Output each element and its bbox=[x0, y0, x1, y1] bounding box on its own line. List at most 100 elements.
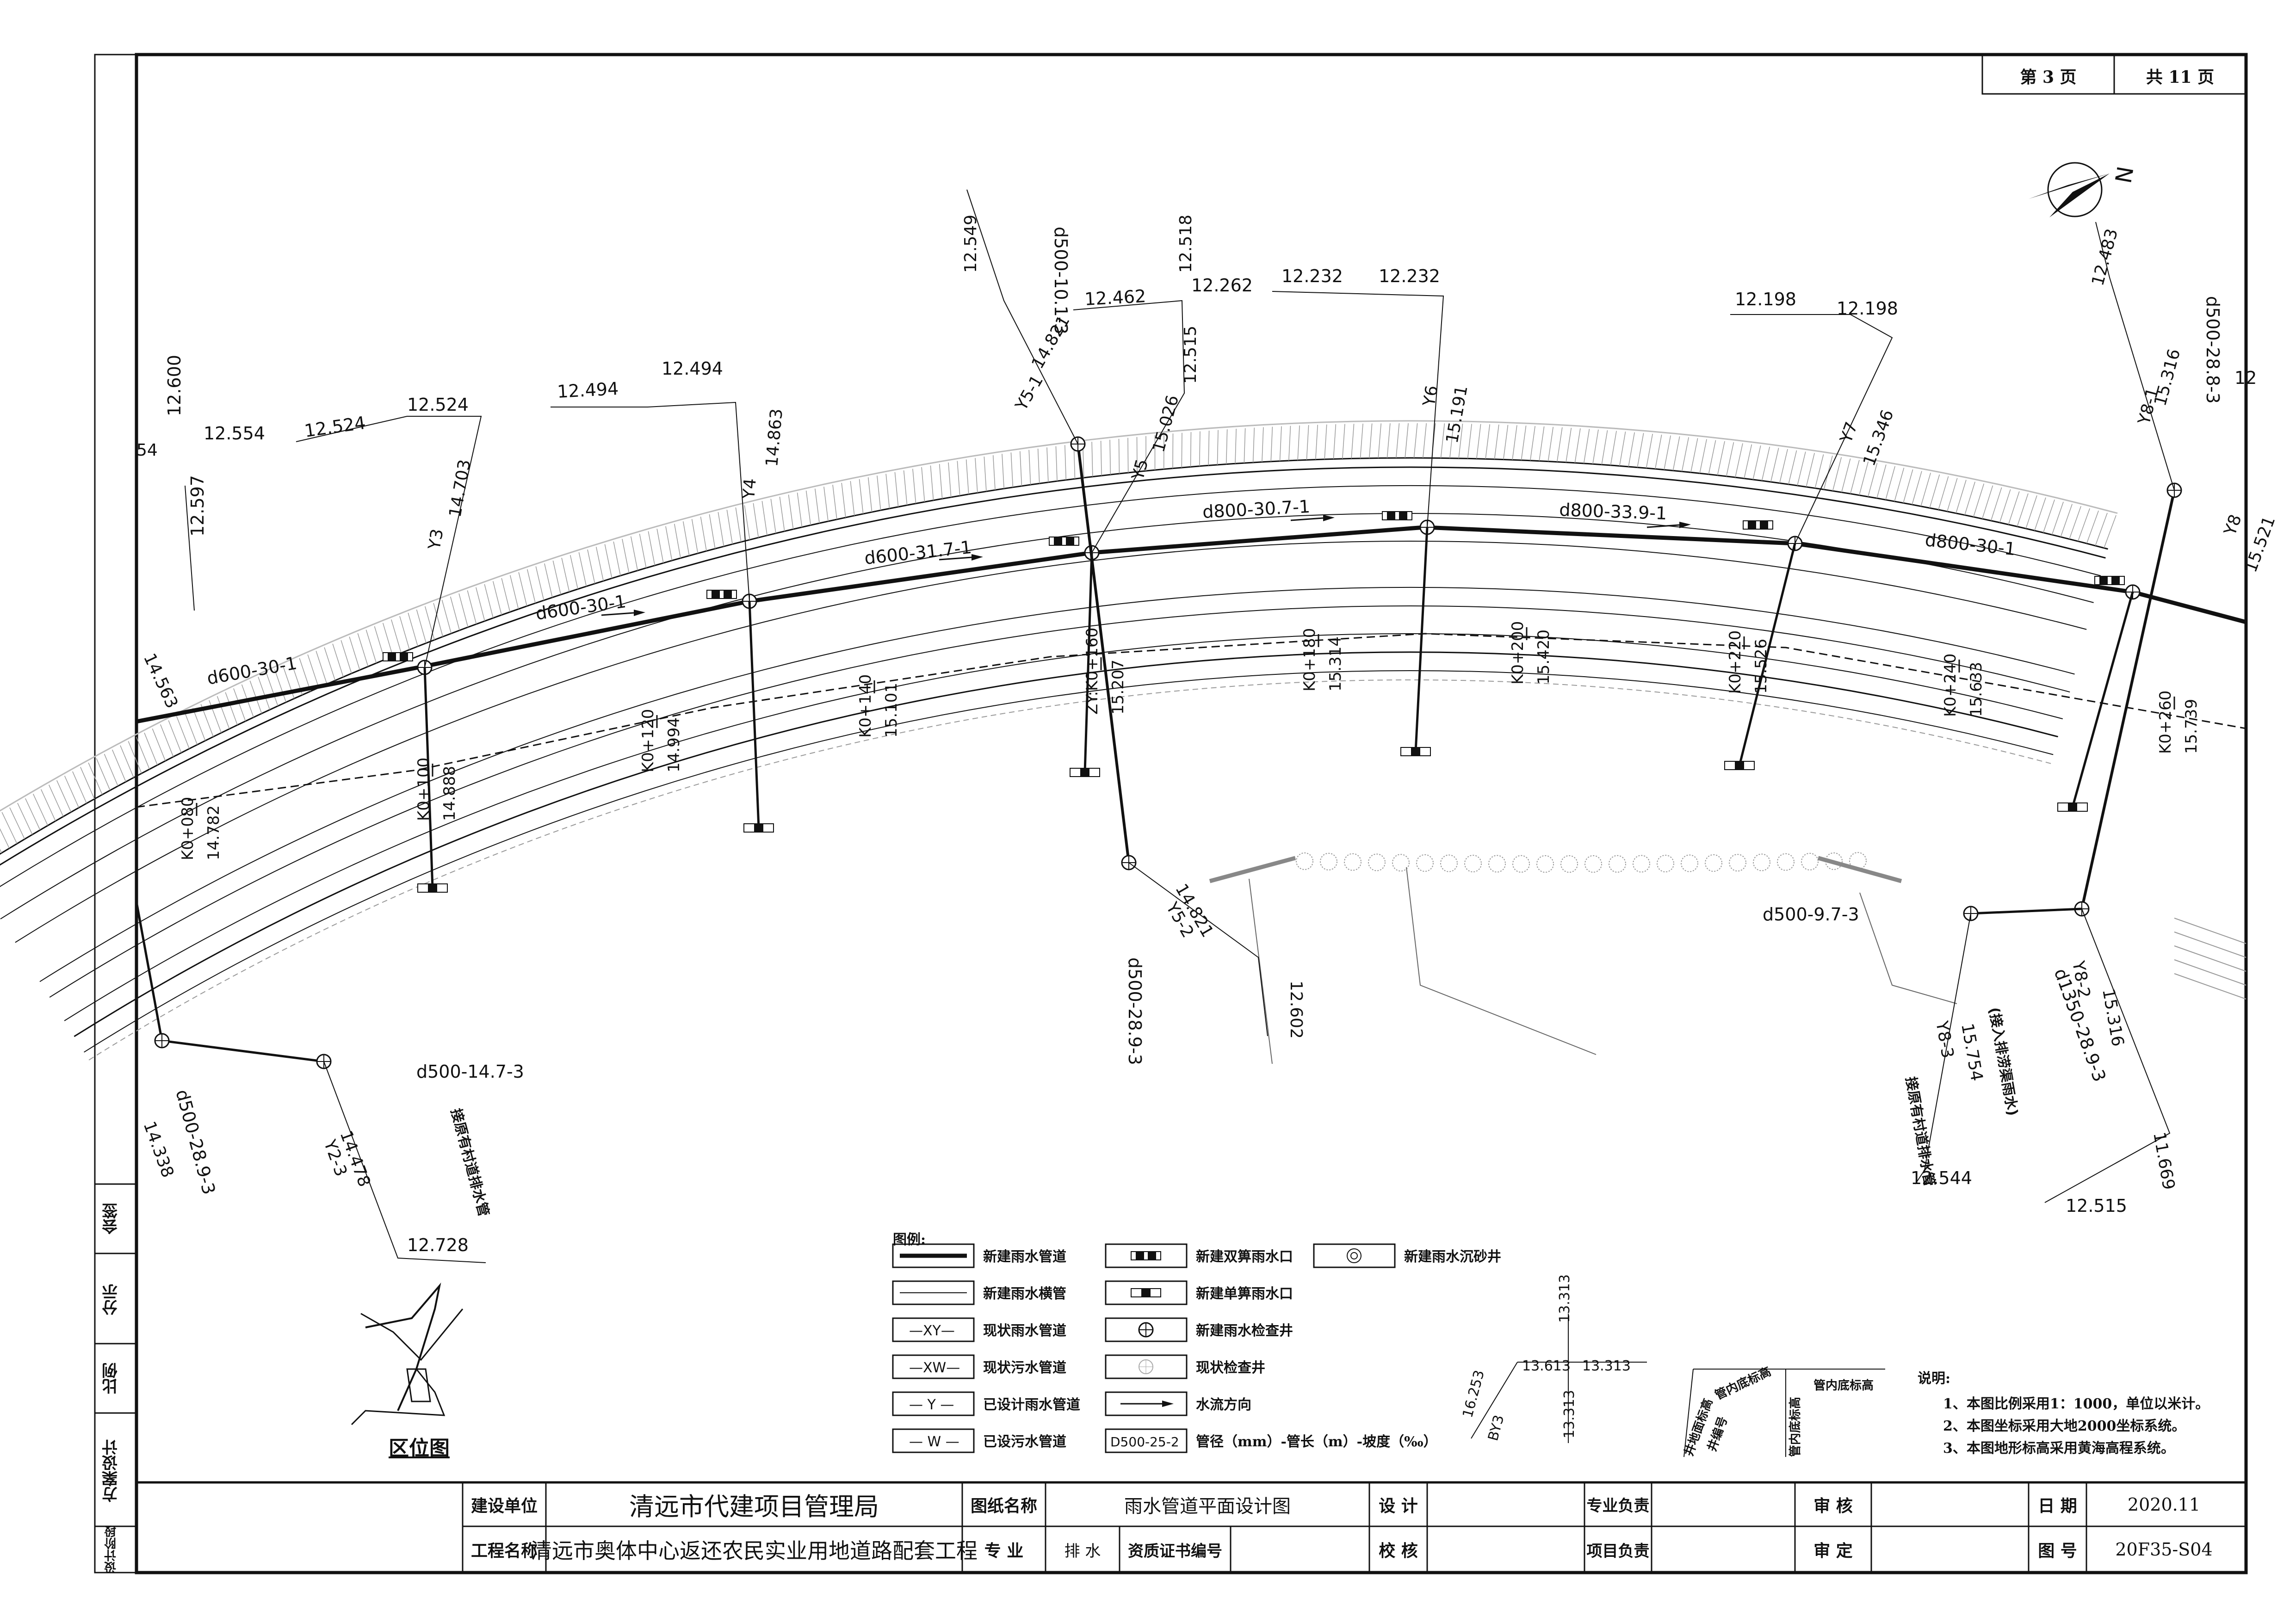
embankment-hatch bbox=[1279, 426, 1282, 461]
y8-1-ground: 15.316 bbox=[2151, 347, 2184, 408]
embankment-hatch bbox=[2086, 510, 2099, 544]
y6-inv-in: 12.232 bbox=[1281, 266, 1343, 286]
embankment-hatch bbox=[975, 458, 978, 493]
embankment-hatch bbox=[535, 566, 545, 601]
embankment-hatch bbox=[1217, 430, 1219, 465]
embankment-hatch bbox=[2025, 495, 2037, 529]
legend2-code-5: D500-25-2 bbox=[1110, 1434, 1179, 1450]
embankment-hatch bbox=[476, 587, 485, 621]
legend-box-3 bbox=[892, 1354, 975, 1379]
legend-code-4: — Y — bbox=[909, 1397, 954, 1413]
station-elev-8: 15.633 bbox=[1967, 662, 1986, 717]
embankment-hatch bbox=[753, 503, 759, 538]
embankment-hatch bbox=[1982, 485, 1993, 519]
embankment-hatch bbox=[691, 519, 699, 554]
tb-project-lead-label: 项目负责 bbox=[1586, 1542, 1650, 1561]
page-number-total: 共 11 页 bbox=[2146, 68, 2215, 87]
embankment-hatch bbox=[1485, 424, 1491, 459]
embankment-hatch bbox=[761, 500, 767, 536]
embankment-hatch bbox=[1288, 426, 1291, 461]
embankment-hatch bbox=[225, 692, 238, 725]
tree-6 bbox=[1440, 854, 1458, 872]
embankment-hatch bbox=[1136, 437, 1138, 472]
grey-edge-left bbox=[1209, 856, 1296, 883]
embankment-hatch bbox=[120, 745, 134, 778]
embankment-hatch bbox=[656, 529, 664, 563]
y6-ground: 15.191 bbox=[1442, 384, 1471, 444]
embankment-hatch bbox=[340, 640, 352, 674]
embankment-hatch bbox=[266, 673, 278, 706]
misc-left-c: 12.597 bbox=[187, 475, 208, 537]
notes-title: 说明: bbox=[1918, 1370, 1951, 1387]
y2-3-inv-out: 12.728 bbox=[407, 1235, 469, 1255]
embankment-hatch bbox=[80, 767, 95, 799]
embankment-hatch bbox=[1929, 474, 1940, 508]
inlet-up-3-grate-b bbox=[1399, 512, 1407, 520]
embankment-hatch bbox=[332, 643, 344, 677]
y7-inv-out: 12.198 bbox=[1837, 298, 1898, 319]
embankment-hatch bbox=[1717, 441, 1725, 475]
road-edge-6 bbox=[64, 633, 2063, 1021]
station-elev-4: 15.207 bbox=[1109, 660, 1127, 715]
station-label-8: K0+240 bbox=[1941, 654, 1960, 717]
flow-arrow-line-1 bbox=[939, 556, 972, 561]
y6-id: Y6 bbox=[1419, 384, 1442, 408]
embankment-hatch bbox=[1262, 427, 1264, 462]
y7-inv-in: 12.198 bbox=[1735, 289, 1796, 309]
pipe-label-9: d500-28.9-3 bbox=[172, 1087, 219, 1197]
embankment-hatch bbox=[41, 789, 56, 821]
embankment-hatch bbox=[805, 490, 811, 525]
note-connect-c: (接入排涝渠雨水) bbox=[1986, 1006, 2021, 1117]
misc-left-d: 14.563 bbox=[140, 650, 181, 711]
embankment-hatch bbox=[365, 629, 377, 663]
embankment-hatch bbox=[850, 481, 855, 516]
legend-box-4 bbox=[892, 1391, 975, 1416]
embankment-hatch bbox=[1360, 423, 1363, 459]
tb-discipline: 排 水 bbox=[1064, 1542, 1101, 1561]
embankment-hatch bbox=[595, 547, 604, 581]
inlet-low-3-grate bbox=[1411, 747, 1420, 756]
y8-3-ground: 15.754 bbox=[1957, 1022, 1986, 1082]
lateral-pipe-2 bbox=[1083, 552, 1093, 773]
embankment-hatch bbox=[1378, 423, 1382, 458]
flow-arrow-head-2 bbox=[1323, 515, 1335, 521]
road-edge-3 bbox=[15, 541, 2087, 943]
embankment-hatch bbox=[552, 561, 561, 595]
embankment-hatch bbox=[903, 470, 908, 506]
embankment-hatch bbox=[1999, 489, 2011, 523]
y3-inv-in: 12.524 bbox=[303, 413, 367, 441]
embankment-hatch bbox=[561, 557, 570, 592]
embankment-hatch bbox=[1476, 424, 1481, 459]
embankment-hatch bbox=[1002, 454, 1004, 489]
legend2-label-3: 现状检查井 bbox=[1196, 1360, 1265, 1376]
tree-23 bbox=[1849, 852, 1867, 870]
embankment-hatch bbox=[509, 575, 519, 609]
embankment-hatch bbox=[2104, 515, 2117, 548]
embankment-hatch bbox=[0, 848, 2, 853]
side-strip-stage: 设计阶段 bbox=[104, 1525, 118, 1574]
y7-id: Y7 bbox=[1837, 420, 1862, 446]
embankment-hatch bbox=[391, 619, 402, 653]
embankment-hatch bbox=[2008, 491, 2020, 525]
embankment-hatch bbox=[1876, 464, 1887, 499]
lane-stripe-3 bbox=[2174, 959, 2246, 986]
cross-pipe-y5 bbox=[1077, 444, 1130, 863]
pipe-label-6: d500-10.1-3 bbox=[1051, 227, 1071, 334]
embankment-hatch bbox=[1947, 478, 1958, 512]
embankment-hatch bbox=[176, 716, 190, 749]
embankment-hatch bbox=[1386, 423, 1391, 458]
embankment-hatch bbox=[1806, 453, 1815, 487]
embankment-hatch bbox=[1894, 468, 1905, 502]
lateral-pipe-4 bbox=[1738, 543, 1796, 766]
legend-code-3: —XW— bbox=[909, 1360, 960, 1376]
embankment-hatch bbox=[33, 794, 48, 826]
embankment-hatch bbox=[1850, 460, 1860, 494]
lane-stripe-4 bbox=[2174, 973, 2246, 1000]
side-strip-countersign: 会签 bbox=[102, 1203, 121, 1234]
tree-14 bbox=[1633, 855, 1650, 873]
tree-13 bbox=[1609, 855, 1626, 873]
pipe-label-7: d500-28.9-3 bbox=[1125, 957, 1145, 1065]
embankment-hatch bbox=[674, 524, 681, 558]
leader-y8-2 bbox=[2044, 908, 2171, 1203]
